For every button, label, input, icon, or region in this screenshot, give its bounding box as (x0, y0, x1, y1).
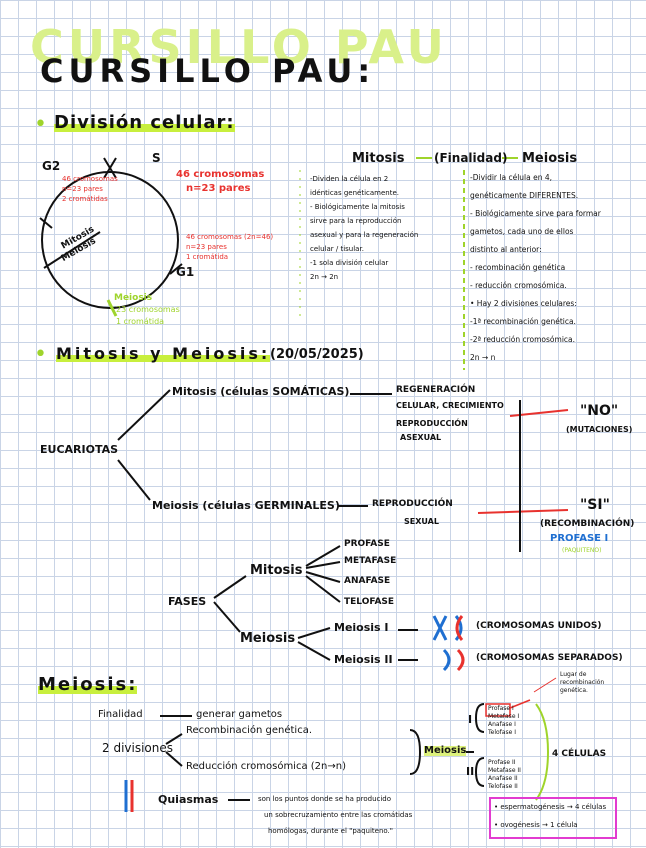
cycle-big-2: n=23 pares (186, 184, 250, 194)
tree-recombinacion: (RECOMBINACIÓN) (540, 520, 634, 529)
cycle-note-3: 2 cromátidas (62, 196, 108, 203)
cmp-left-line-0: -Dividen la célula en 2 (310, 176, 388, 183)
mz-ovogenesis: • ovogénesis → 1 célula (494, 822, 578, 829)
cmp-right-line-7: • Hay 2 divisiones celulares: (470, 300, 577, 308)
mz-recombinacion: Recombinación genética. (186, 726, 312, 736)
cmp-right-line-8: -1ª recombinación genética. (470, 318, 576, 326)
cycle-big-1: 46 cromosomas (176, 170, 264, 180)
mz-phase2-3: Telofase II (488, 784, 518, 790)
cycle-right-3: 1 cromátida (186, 254, 228, 261)
cmp-left-line-4: asexual y para la regeneración (310, 232, 418, 239)
tree-paquiteno: (PAQUITENO) (562, 548, 601, 554)
cycle-note-1: 46 cromosomas (62, 176, 118, 183)
fases-mitosis: Mitosis (250, 564, 302, 577)
mz-lugar-3: genética. (560, 688, 588, 694)
fases-m1-note: (CROMOSOMAS UNIDOS) (476, 622, 601, 631)
mz-finalidad: Finalidad (98, 710, 143, 720)
cmp-meiosis: Meiosis (522, 152, 577, 165)
section-date: (20/05/2025) (270, 348, 364, 361)
cmp-right-line-10: 2n → n (470, 354, 495, 362)
mz-qdef-2: un sobrecruzamiento entre las cromátidas (264, 812, 412, 819)
mz-espermatogenesis: • espermatogénesis → 4 células (494, 804, 606, 811)
cmp-left-line-3: sirve para la reproducción (310, 218, 401, 225)
cmp-finalidad: (Finalidad) (434, 152, 507, 164)
mz-phase1-2: Anafase I (488, 722, 516, 728)
cycle-note-2: n=23 pares (62, 186, 103, 193)
cycle-right-1: 46 cromosomas (2n=46) (186, 234, 273, 241)
mz-lugar-1: Lugar de (560, 672, 586, 678)
cycle-s: S (152, 152, 161, 164)
mz-gametos: generar gametos (196, 710, 282, 720)
tree-reg-3: REPRODUCCIÓN (396, 420, 468, 428)
tree-rep-1: REPRODUCCIÓN (372, 500, 453, 509)
cmp-right-line-1: genéticamente DIFERENTES. (470, 192, 578, 200)
mz-phase2-0: Profase II (488, 760, 516, 766)
mz-II: II (466, 766, 474, 777)
tree-eucariotas: EUCARIOTAS (40, 444, 118, 455)
cmp-mitosis: Mitosis (352, 152, 404, 165)
mz-meiosis: Meiosis (424, 746, 466, 756)
mz-lugar-2: recombinación (560, 680, 604, 686)
tree-meiosis: Meiosis (células GERMINALES) (152, 500, 340, 511)
cmp-right-line-2: - Biológicamente sirve para formar (470, 210, 601, 218)
tree-rep-2: SEXUAL (404, 518, 439, 526)
cycle-bottom-1: Meiosis (114, 294, 152, 303)
section-heading-meiosis: Meiosis: (38, 676, 137, 694)
tree-profase: PROFASE I (550, 534, 608, 544)
section-heading-mitosis-meiosis: Mitosis y Meiosis: (56, 346, 270, 362)
cycle-right-2: n=23 pares (186, 244, 227, 251)
fases-meiosis-2: Meiosis II (334, 654, 393, 665)
tree-si: "SI" (580, 498, 610, 512)
mz-quiasmas: Quiasmas (158, 794, 218, 805)
cmp-left-line-7: 2n → 2n (310, 274, 338, 281)
tree-reg-2: CELULAR, CRECIMIENTO (396, 402, 504, 410)
fases-label: FASES (168, 596, 206, 607)
fases-m2-note: (CROMOSOMAS SEPARADOS) (476, 654, 623, 663)
mz-phase1-0: Profase I (488, 706, 514, 712)
cmp-right-line-4: distinto al anterior: (470, 246, 542, 254)
mz-2divisiones: 2 divisiones (102, 742, 173, 754)
tree-mutaciones: (MUTACIONES) (566, 426, 632, 434)
cmp-right-line-6: - reducción cromosómica. (470, 282, 567, 290)
cmp-right-line-0: -Dividir la célula en 4, (470, 174, 552, 182)
mz-phase2-1: Metafase II (488, 768, 521, 774)
cmp-right-line-5: - recombinación genética (470, 264, 565, 272)
mz-phase2-2: Anafase II (488, 776, 518, 782)
cmp-left-line-1: idénticas genéticamente. (310, 190, 399, 197)
fases-meiosis-1: Meiosis I (334, 622, 389, 633)
mz-phase1-3: Telofase I (488, 730, 516, 736)
mz-I: I (468, 714, 472, 725)
cycle-g1: G1 (176, 266, 194, 278)
cmp-left-line-2: - Biológicamente la mitosis (310, 204, 405, 211)
fases-telofase: TELOFASE (344, 598, 394, 607)
tree-reg-4: ASEXUAL (400, 434, 441, 442)
mz-4celulas: 4 CÉLULAS (552, 750, 606, 759)
tree-no: "NO" (580, 404, 618, 418)
tree-reg-1: REGENERACIÓN (396, 386, 475, 395)
fases-anafase: ANAFASE (344, 577, 390, 586)
fases-profase: PROFASE (344, 540, 390, 549)
tree-mitosis: Mitosis (células SOMÁTICAS) (172, 386, 349, 397)
cmp-left-line-5: celular / tisular. (310, 246, 364, 253)
cmp-right-line-9: -2ª reducción cromosómica. (470, 336, 575, 344)
cycle-g2: G2 (42, 160, 60, 172)
cmp-left-line-6: -1 sola división celular (310, 260, 388, 267)
cycle-bottom-3: 1 cromátida (116, 318, 164, 326)
mz-reduccion: Reducción cromosómica (2n→n) (186, 762, 346, 772)
fases-meiosis: Meiosis (240, 632, 295, 645)
mz-phase1-1: Metafase I (488, 714, 519, 720)
mz-qdef-3: homólogas, durante el "paquiteno." (268, 828, 393, 835)
cmp-right-line-3: gametos, cada uno de ellos (470, 228, 573, 236)
cycle-bottom-2: 23 cromosomas (116, 306, 180, 314)
mz-qdef-1: son los puntos donde se ha producido (258, 796, 391, 803)
bullet: • (34, 344, 47, 366)
fases-metafase: METAFASE (344, 557, 396, 566)
